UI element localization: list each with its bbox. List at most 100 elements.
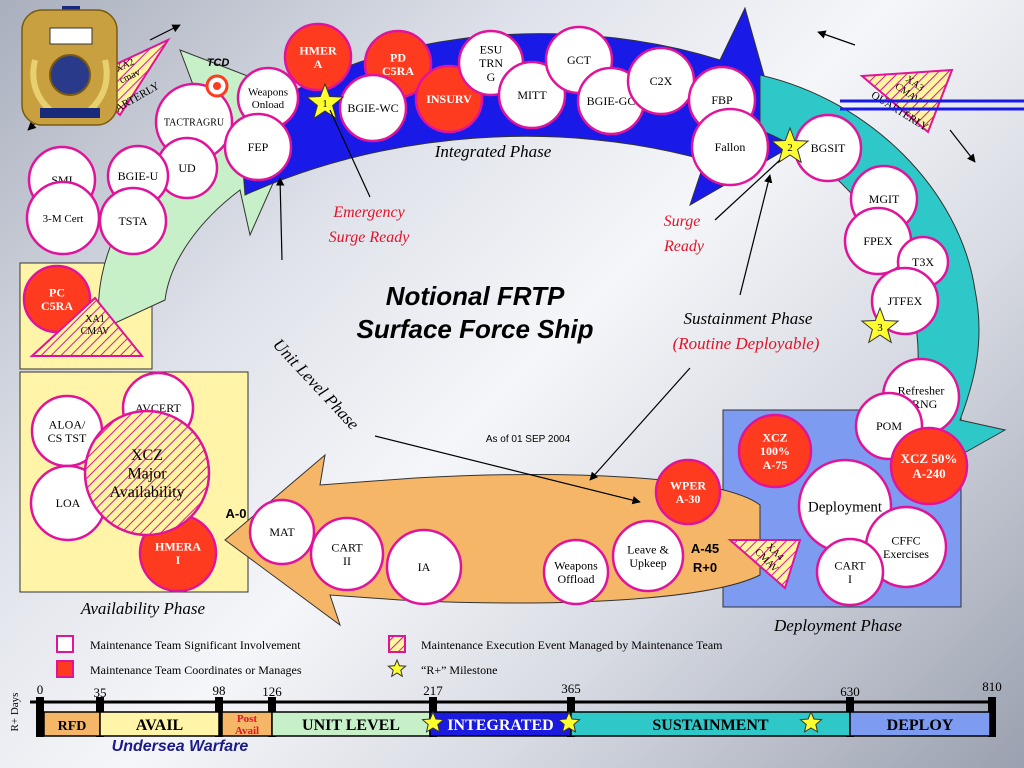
emergency-surge-line2: Surge Ready bbox=[329, 229, 411, 246]
timeline-milestone-star-icon bbox=[421, 710, 445, 733]
availability-phase-label: Availability Phase bbox=[80, 599, 206, 618]
event-circle-fallon: Fallon bbox=[690, 107, 770, 187]
cmav-shape bbox=[727, 539, 802, 590]
event-circle-shape bbox=[611, 519, 685, 593]
event-circle-label: A-240 bbox=[912, 466, 945, 481]
event-circle-bgsit: BGSIT bbox=[793, 113, 863, 183]
timeline-segment-label: SUSTAINMENT bbox=[652, 717, 769, 734]
timeline-segment-label: UNIT LEVEL bbox=[302, 717, 400, 734]
event-circle-bgie-wc: BGIE-WC bbox=[338, 73, 408, 143]
event-circle-label: MGIT bbox=[869, 192, 900, 206]
event-circle-label: Weapons bbox=[554, 558, 598, 572]
event-circle-shape bbox=[338, 73, 408, 143]
event-circle-label: I bbox=[848, 572, 852, 586]
event-circle-label: Onload bbox=[252, 99, 285, 111]
timeline-tick bbox=[988, 697, 996, 737]
event-circle-fep: FEP bbox=[223, 112, 293, 182]
event-circle-label: BGIE-U bbox=[118, 169, 159, 183]
event-circle-label: MAT bbox=[269, 525, 295, 539]
quarterly-right-arrow-a bbox=[817, 30, 856, 46]
legend-milestone: “R+” Milestone bbox=[421, 663, 497, 677]
diagram-title-line2: Surface Force Ship bbox=[357, 314, 594, 344]
timeline-tick-label: 810 bbox=[982, 679, 1002, 694]
timeline-segment-label: AVAIL bbox=[136, 717, 183, 734]
timeline-tick-label: 98 bbox=[213, 683, 226, 698]
unit-level-phase-label: Unit Level Phase bbox=[269, 335, 363, 434]
timeline-tick-label: 365 bbox=[561, 681, 581, 696]
milestone-star-number: 2 bbox=[787, 142, 793, 154]
milestone-star-1: 1 bbox=[305, 82, 345, 120]
event-circle-label: Exercises bbox=[883, 547, 929, 561]
surge-ready-line2: Ready bbox=[663, 238, 705, 255]
event-circle-shape bbox=[223, 112, 293, 182]
event-circle-label: ESU bbox=[480, 42, 503, 56]
milestone-star-2: 2 bbox=[770, 126, 810, 164]
event-circle-shape bbox=[815, 537, 885, 607]
event-circle-label: XCZ bbox=[131, 447, 163, 464]
event-circle-label: CART bbox=[834, 558, 866, 572]
event-circle-mat: MAT bbox=[248, 498, 316, 566]
quarterly-right-arrow-b bbox=[949, 129, 976, 163]
surge-pointer bbox=[714, 159, 781, 221]
legend-star-icon bbox=[387, 658, 407, 678]
header-stripes bbox=[840, 99, 1024, 111]
event-circle-label: Fallon bbox=[715, 140, 746, 154]
event-circle-label: WPER bbox=[670, 478, 706, 492]
event-circle-label: UD bbox=[178, 161, 196, 175]
sustainment-phase-label: Sustainment Phase bbox=[684, 309, 813, 328]
a0-label: A-0 bbox=[226, 506, 247, 521]
event-circle-label: HMERA bbox=[155, 539, 201, 553]
timeline-segment-label: INTEGRATED bbox=[447, 717, 553, 734]
event-circle-label: FEP bbox=[248, 140, 269, 154]
event-circle-label: TACTRAGRU bbox=[164, 118, 225, 129]
timeline-segment-unit-level: UNIT LEVEL bbox=[271, 711, 431, 737]
event-circle-label: Upkeep bbox=[629, 556, 666, 570]
event-circle-label: TRN bbox=[479, 56, 503, 70]
event-circle-leave-upkeep: Leave &Upkeep bbox=[611, 519, 685, 593]
cmav-shape bbox=[29, 296, 145, 357]
event-circle-shape bbox=[690, 107, 770, 187]
event-circle-aloa-cs-tst: ALOA/CS TST bbox=[30, 394, 104, 468]
event-circle-label: GCT bbox=[567, 53, 592, 67]
event-circle-label: T3X bbox=[912, 255, 934, 269]
event-circle-label: C5RA bbox=[382, 64, 414, 78]
event-circle-label: Deployment bbox=[808, 499, 883, 515]
event-circle-label: Availability bbox=[109, 484, 184, 501]
event-circle-label: G bbox=[487, 70, 496, 84]
event-circle-label: TSTA bbox=[118, 214, 147, 228]
timeline-milestone-star-icon bbox=[799, 710, 823, 733]
timeline-segment-label: RFD bbox=[58, 719, 87, 734]
event-circle-shape bbox=[309, 516, 385, 592]
timeline-segment-integrated: INTEGRATED bbox=[429, 711, 572, 737]
event-circle-label: XCZ 50% bbox=[901, 451, 958, 466]
event-circle-jtfex: JTFEX bbox=[870, 266, 940, 336]
event-circle-label: A-30 bbox=[676, 492, 701, 506]
timeline-segment-bar bbox=[221, 711, 273, 737]
event-circle-label: Weapons bbox=[248, 87, 288, 99]
event-circle-label: IA bbox=[418, 560, 431, 574]
event-circle-shape bbox=[248, 498, 316, 566]
emergency-surge-line1: Emergency bbox=[332, 204, 405, 221]
event-circle-c2x: C2X bbox=[626, 46, 696, 116]
deployment-phase-label: Deployment Phase bbox=[773, 616, 902, 635]
event-circle-shape bbox=[385, 528, 463, 606]
cmav-label: XA1 bbox=[85, 314, 104, 325]
timeline-segment-rfd: RFD bbox=[43, 711, 101, 737]
timeline-segment-label: DEPLOY bbox=[887, 717, 954, 734]
timeline-tick-label: 0 bbox=[37, 682, 44, 697]
event-circle-label: XCZ bbox=[762, 430, 787, 444]
event-circle-label: C2X bbox=[650, 74, 673, 88]
legend-coordinates: Maintenance Team Coordinates or Manages bbox=[90, 663, 302, 677]
timeline-segment-label: Post bbox=[237, 713, 258, 725]
as-of-date: As of 01 SEP 2004 bbox=[486, 434, 571, 445]
event-circle-label: Major bbox=[127, 466, 167, 483]
